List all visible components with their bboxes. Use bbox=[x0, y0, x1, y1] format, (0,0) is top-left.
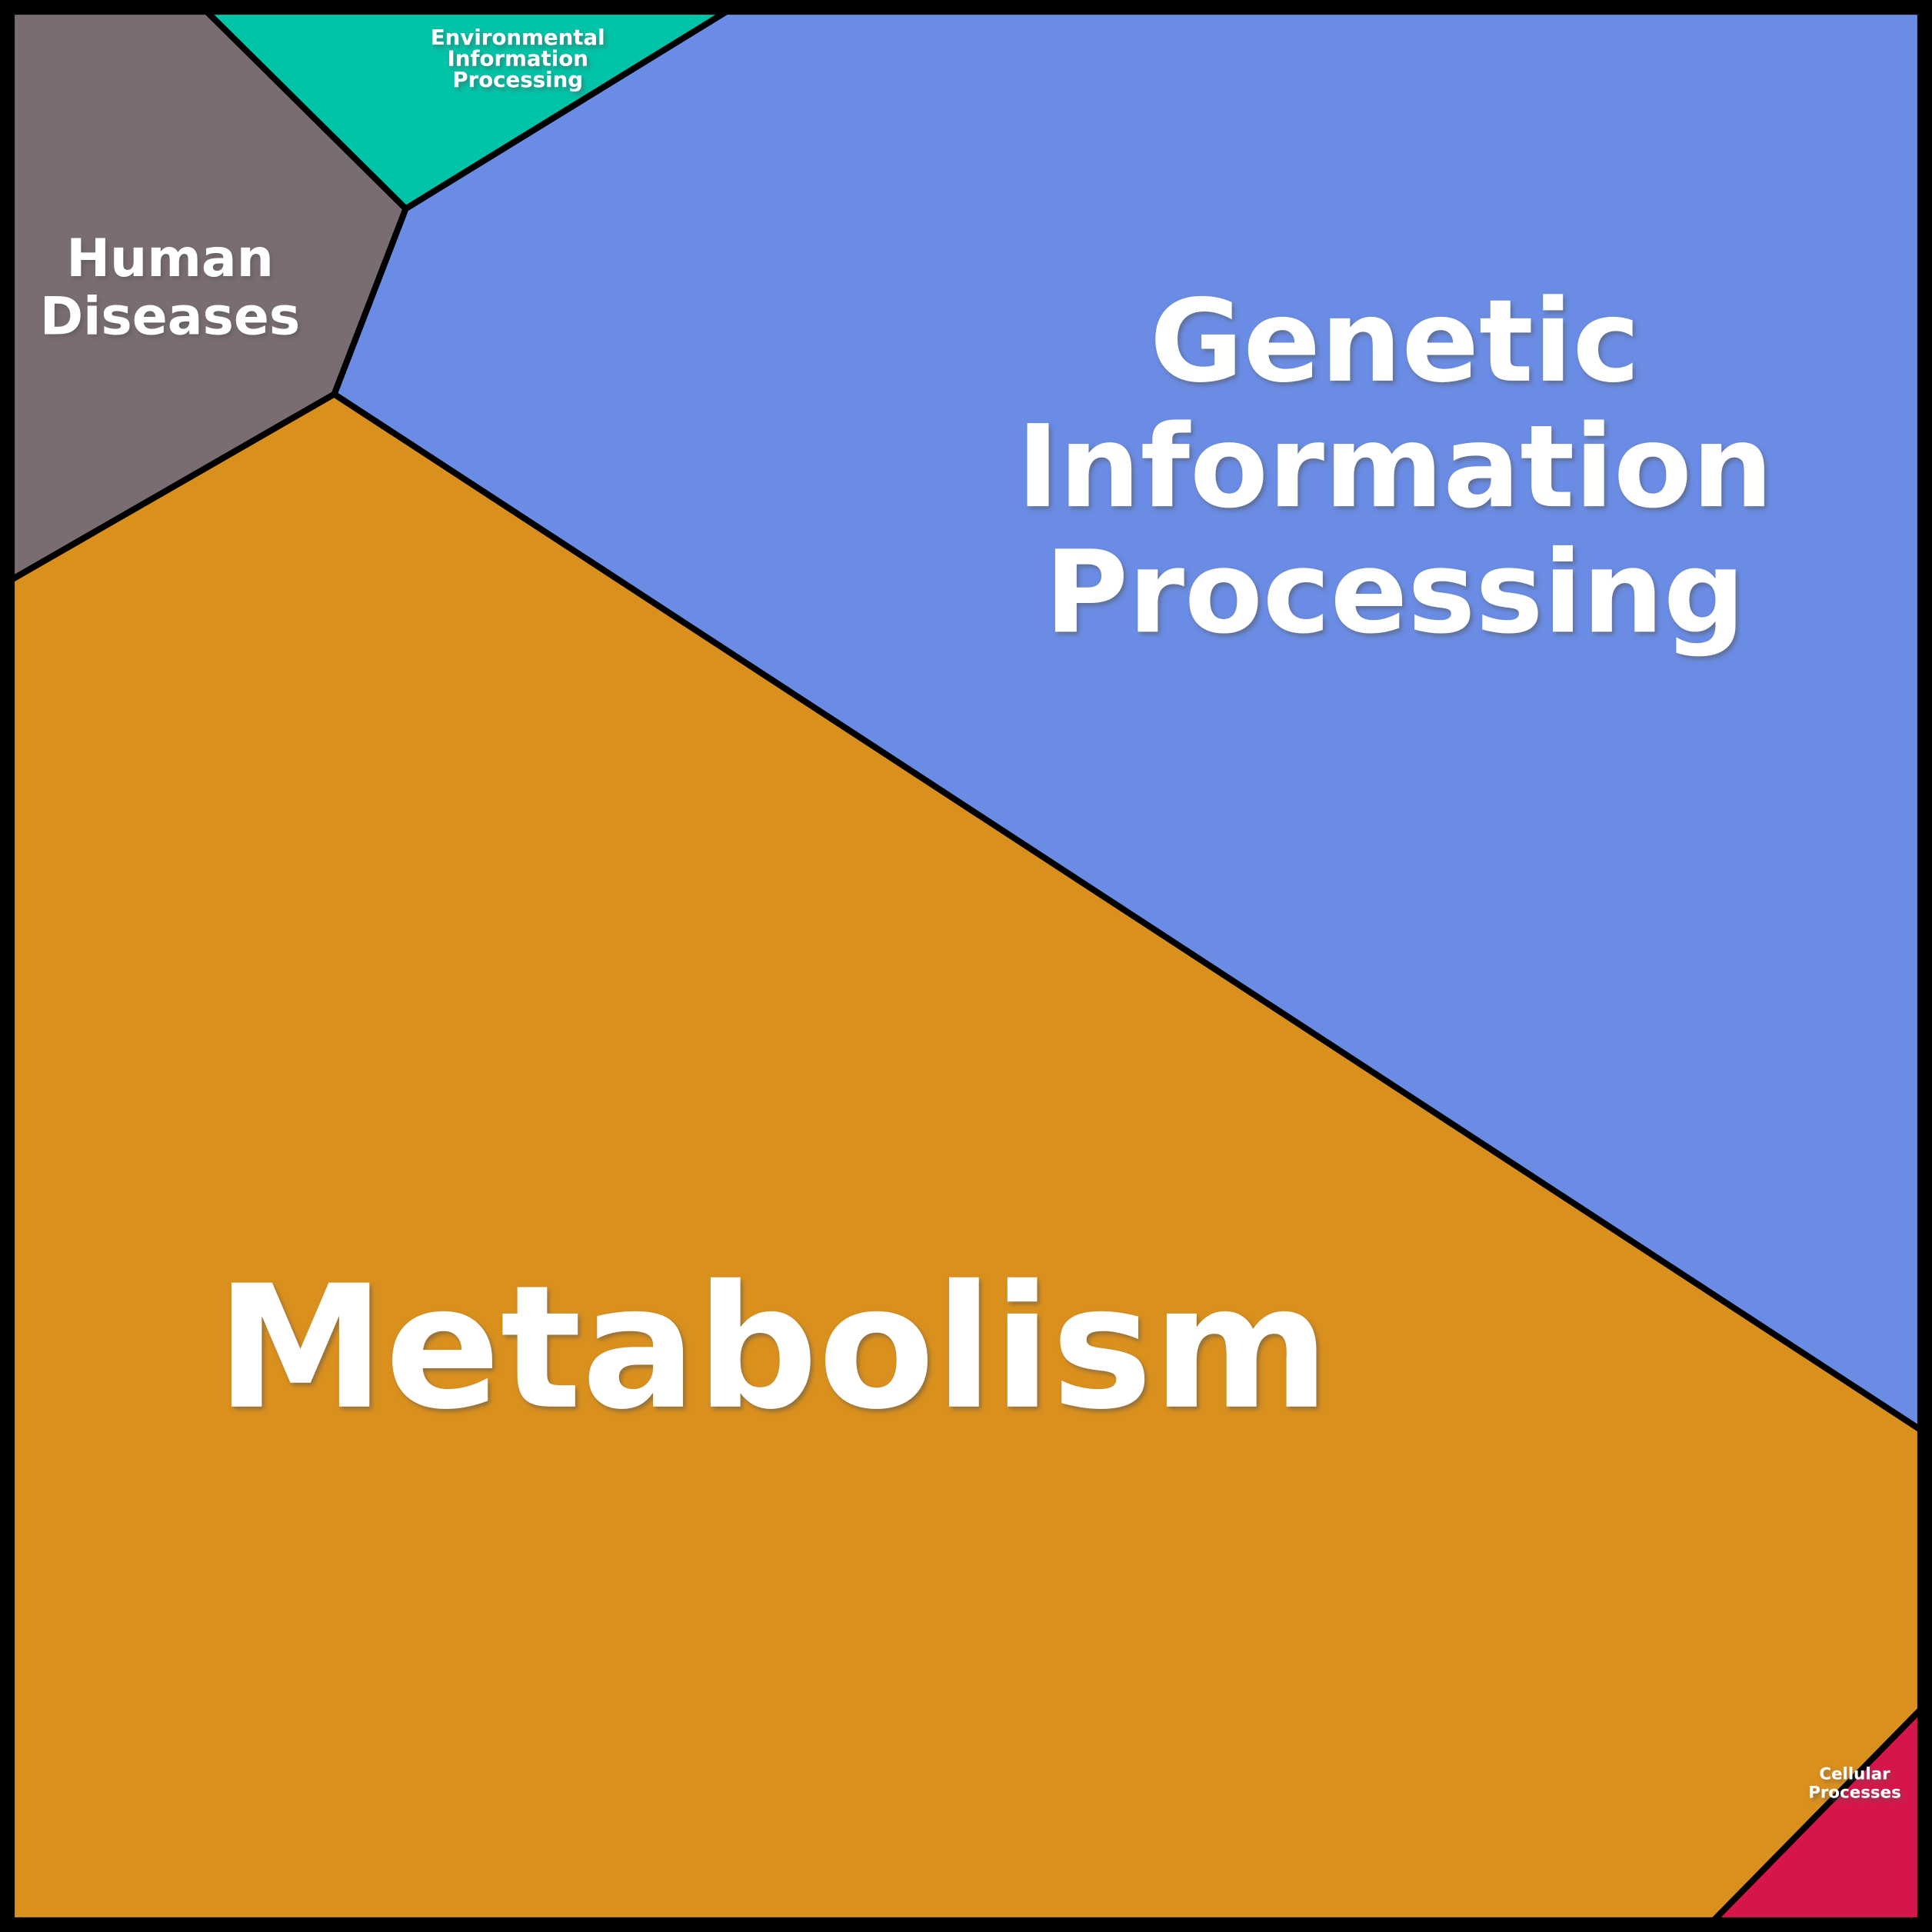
treemap-regions bbox=[8, 8, 1924, 1924]
label-metabolism: Metabolism bbox=[216, 1250, 1330, 1447]
